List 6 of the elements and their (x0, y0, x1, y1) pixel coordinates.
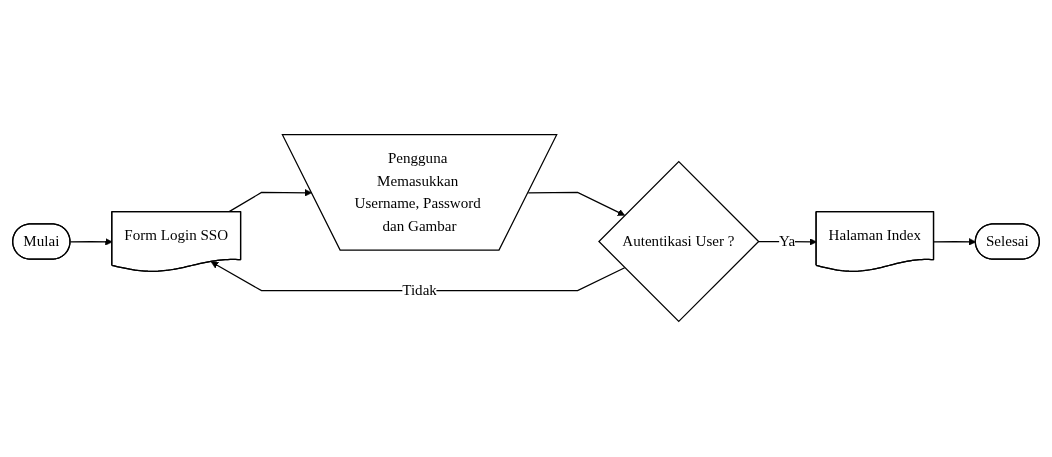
arrow (210, 262, 626, 292)
edge-label: Tidak (402, 282, 437, 300)
arrow (69, 238, 113, 246)
arrow (527, 192, 625, 217)
edge-label: Ya (779, 233, 796, 250)
node-diamond: Autentikasi User ? (598, 161, 760, 323)
